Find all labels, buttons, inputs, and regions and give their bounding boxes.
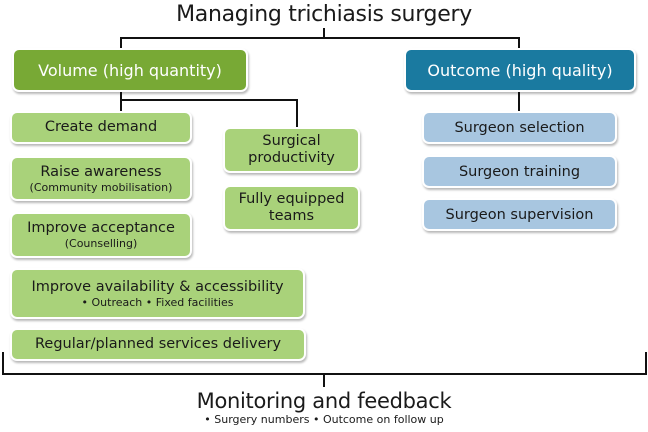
bracket-stem	[323, 373, 325, 387]
item-regular-services: Regular/planned services delivery	[10, 328, 306, 361]
item-label: Raise awareness	[40, 163, 162, 180]
footer-title: Monitoring and feedback	[196, 389, 452, 413]
bracket-left	[2, 352, 4, 375]
item-surgeon-selection: Surgeon selection	[422, 111, 617, 144]
item-label: Improve acceptance	[27, 220, 175, 236]
item-label: Create demand	[44, 119, 158, 135]
item-label: Surgeon training	[458, 163, 581, 180]
item-surgeon-training: Surgeon training	[422, 155, 617, 188]
bracket-right	[645, 352, 647, 375]
connector-title-stem	[323, 28, 325, 38]
item-sublabel: • Outreach • Fixed facilities	[81, 295, 234, 309]
item-sublabel: (Community mobilisation)	[29, 180, 173, 194]
connector-to-outcome	[518, 37, 520, 49]
item-label: Surgeon supervision	[445, 206, 594, 223]
footer-subtitle: • Surgery numbers • Outcome on follow up	[204, 413, 444, 426]
item-improve-availability: Improve availability & accessibility • O…	[10, 268, 305, 319]
diagram-title: Managing trichiasis surgery	[176, 2, 472, 27]
item-sublabel: (Counselling)	[64, 237, 138, 250]
connector-volume-stem	[120, 92, 122, 112]
connector-outcome-stem	[518, 92, 520, 112]
connector-volume-bar	[120, 99, 298, 101]
item-raise-awareness: Raise awareness (Community mobilisation)	[10, 156, 192, 201]
item-label: Improve availability & accessibility	[31, 278, 284, 295]
outcome-header: Outcome (high quality)	[404, 48, 636, 92]
item-create-demand: Create demand	[10, 111, 192, 144]
connector-top-bar	[120, 37, 520, 39]
item-fully-equipped-teams: Fully equipped teams	[223, 185, 360, 231]
volume-header: Volume (high quantity)	[12, 48, 248, 92]
volume-header-label: Volume (high quantity)	[38, 60, 222, 80]
item-surgeon-supervision: Surgeon supervision	[422, 198, 617, 231]
item-improve-acceptance: Improve acceptance (Counselling)	[10, 212, 192, 258]
item-label: Surgical productivity	[248, 133, 335, 166]
item-label: Fully equipped teams	[238, 191, 345, 224]
item-label: Surgeon selection	[454, 119, 585, 136]
item-surgical-productivity: Surgical productivity	[223, 127, 360, 173]
connector-to-volume	[120, 37, 122, 49]
connector-to-productivity	[296, 99, 298, 127]
item-label: Regular/planned services delivery	[34, 336, 282, 352]
outcome-header-label: Outcome (high quality)	[427, 60, 613, 80]
